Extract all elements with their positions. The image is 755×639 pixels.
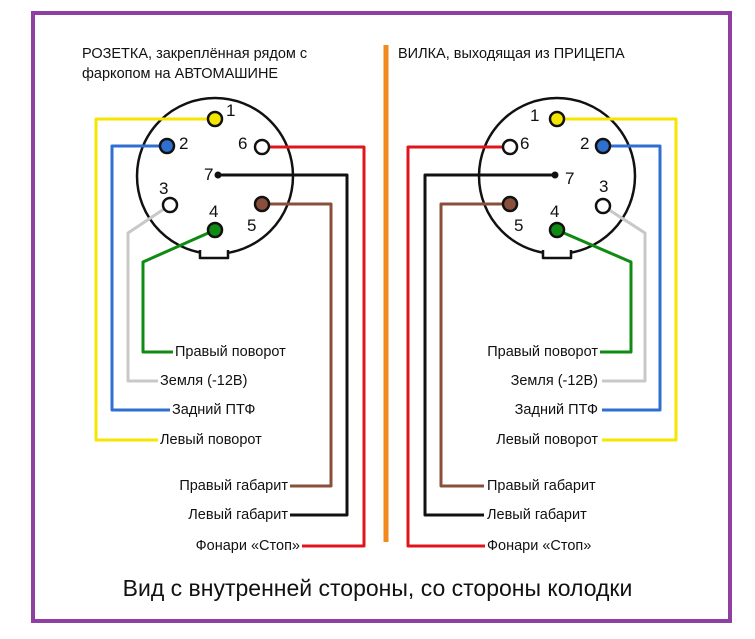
diagram-frame bbox=[31, 11, 732, 623]
right-label-ground: Земля (-12В) bbox=[510, 373, 598, 389]
right-pin-label-3: 3 bbox=[599, 177, 609, 196]
right-pin-label-6: 6 bbox=[520, 134, 530, 153]
right-label-stop: Фонари «Стоп» bbox=[487, 538, 592, 554]
left-pin-5 bbox=[253, 195, 271, 213]
left-label-right-turn: Правый поворот bbox=[175, 344, 286, 360]
left-wire-red bbox=[262, 145, 366, 548]
right-label-left-marker: Левый габарит bbox=[487, 507, 587, 523]
left-pin-1 bbox=[206, 110, 224, 128]
left-connector bbox=[94, 96, 366, 548]
left-wire-brown bbox=[262, 202, 333, 488]
right-pin-label-5: 5 bbox=[514, 216, 524, 235]
left-pin-label-6: 6 bbox=[238, 134, 248, 153]
left-label-rear-fog: Задний ПТФ bbox=[172, 402, 256, 418]
left-pin-4 bbox=[206, 221, 224, 239]
right-label-right-turn: Правый поворот bbox=[487, 344, 598, 360]
left-label-stop: Фонари «Стоп» bbox=[195, 538, 300, 554]
diagram-caption: Вид с внутренней стороны, со стороны кол… bbox=[122, 575, 633, 601]
left-pin-3 bbox=[161, 196, 179, 214]
right-pin-label-7: 7 bbox=[565, 169, 575, 188]
right-pin-3 bbox=[594, 197, 612, 215]
left-wire-yellow bbox=[94, 117, 215, 442]
right-pin-label-1: 1 bbox=[530, 106, 540, 125]
right-pin-2 bbox=[594, 137, 612, 155]
left-label-left-marker: Левый габарит bbox=[188, 507, 288, 523]
left-wire-black bbox=[218, 173, 349, 517]
right-title: ВИЛКА, выходящая из ПРИЦЕПА bbox=[398, 46, 625, 62]
left-pin-label-1: 1 bbox=[226, 101, 236, 120]
right-pin-label-4: 4 bbox=[550, 202, 560, 221]
left-wire-green bbox=[141, 228, 216, 354]
left-pin-label-5: 5 bbox=[247, 216, 257, 235]
left-wire-grey bbox=[126, 203, 171, 383]
left-label-left-turn: Левый поворот bbox=[160, 432, 262, 448]
right-wire-brown bbox=[439, 202, 510, 488]
left-connector-key bbox=[198, 250, 230, 260]
left-label-right-marker: Правый габарит bbox=[179, 478, 288, 494]
right-wire-black bbox=[423, 173, 555, 517]
right-wire-blue bbox=[602, 144, 662, 412]
right-connector-key bbox=[541, 250, 573, 260]
right-pin-5 bbox=[501, 195, 519, 213]
left-pin-7 bbox=[214, 171, 222, 179]
right-wire-grey bbox=[602, 204, 647, 383]
right-pin-4 bbox=[548, 221, 566, 239]
right-pin-7 bbox=[551, 171, 559, 179]
left-pin-label-2: 2 bbox=[179, 134, 189, 153]
left-label-ground: Земля (-12В) bbox=[160, 373, 248, 389]
right-pin-6 bbox=[501, 138, 519, 156]
left-pin-label-3: 3 bbox=[159, 179, 169, 198]
left-pin-label-4: 4 bbox=[209, 202, 219, 221]
right-wire-red bbox=[406, 145, 510, 548]
right-pin-label-2: 2 bbox=[580, 134, 590, 153]
right-wire-yellow bbox=[557, 117, 678, 442]
left-pin-2 bbox=[158, 137, 176, 155]
left-wire-blue bbox=[110, 144, 170, 412]
right-connector bbox=[406, 96, 678, 548]
right-pin-1 bbox=[548, 110, 566, 128]
right-label-rear-fog: Задний ПТФ bbox=[514, 402, 598, 418]
right-wire-green bbox=[556, 228, 633, 354]
right-label-right-marker: Правый габарит bbox=[487, 478, 596, 494]
left-pin-label-7: 7 bbox=[204, 165, 214, 184]
right-label-left-turn: Левый поворот bbox=[496, 432, 598, 448]
left-pin-6 bbox=[253, 138, 271, 156]
left-title: РОЗЕТКА, закреплённая рядом с фаркопом н… bbox=[82, 46, 308, 82]
